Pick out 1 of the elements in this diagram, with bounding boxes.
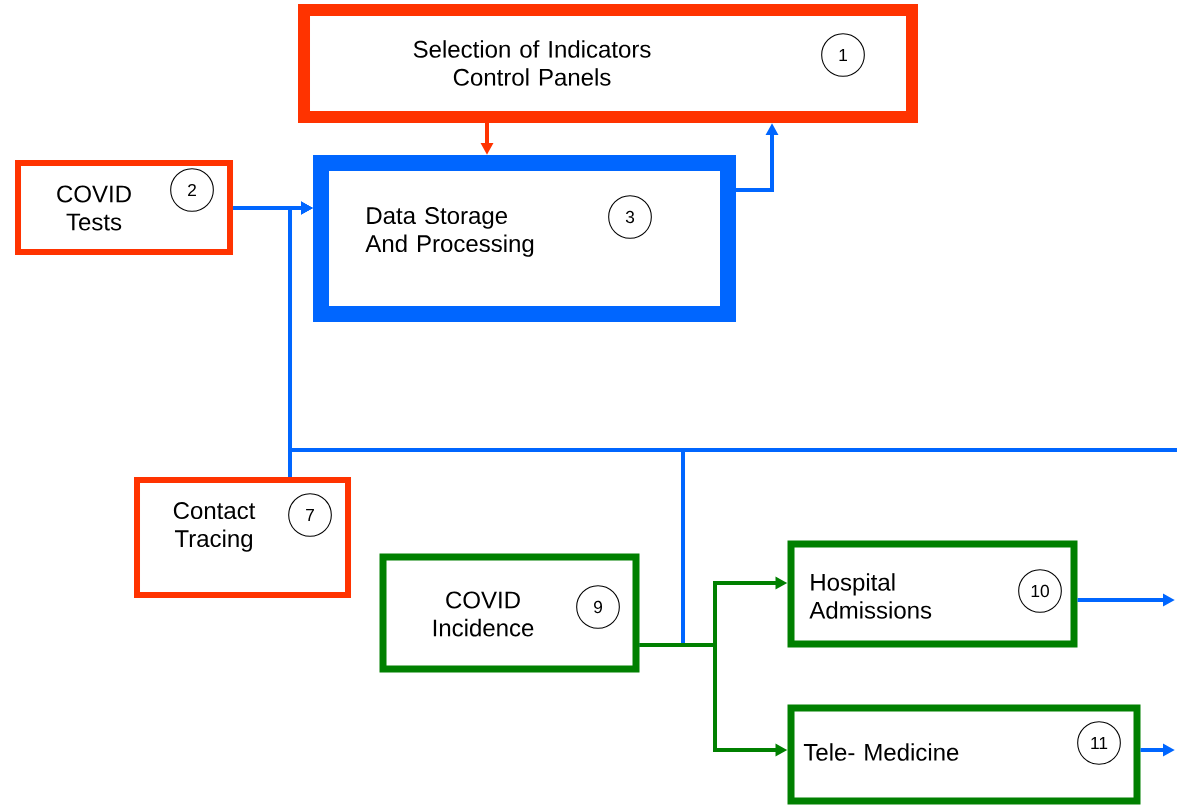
arrow (288, 201, 1177, 452)
